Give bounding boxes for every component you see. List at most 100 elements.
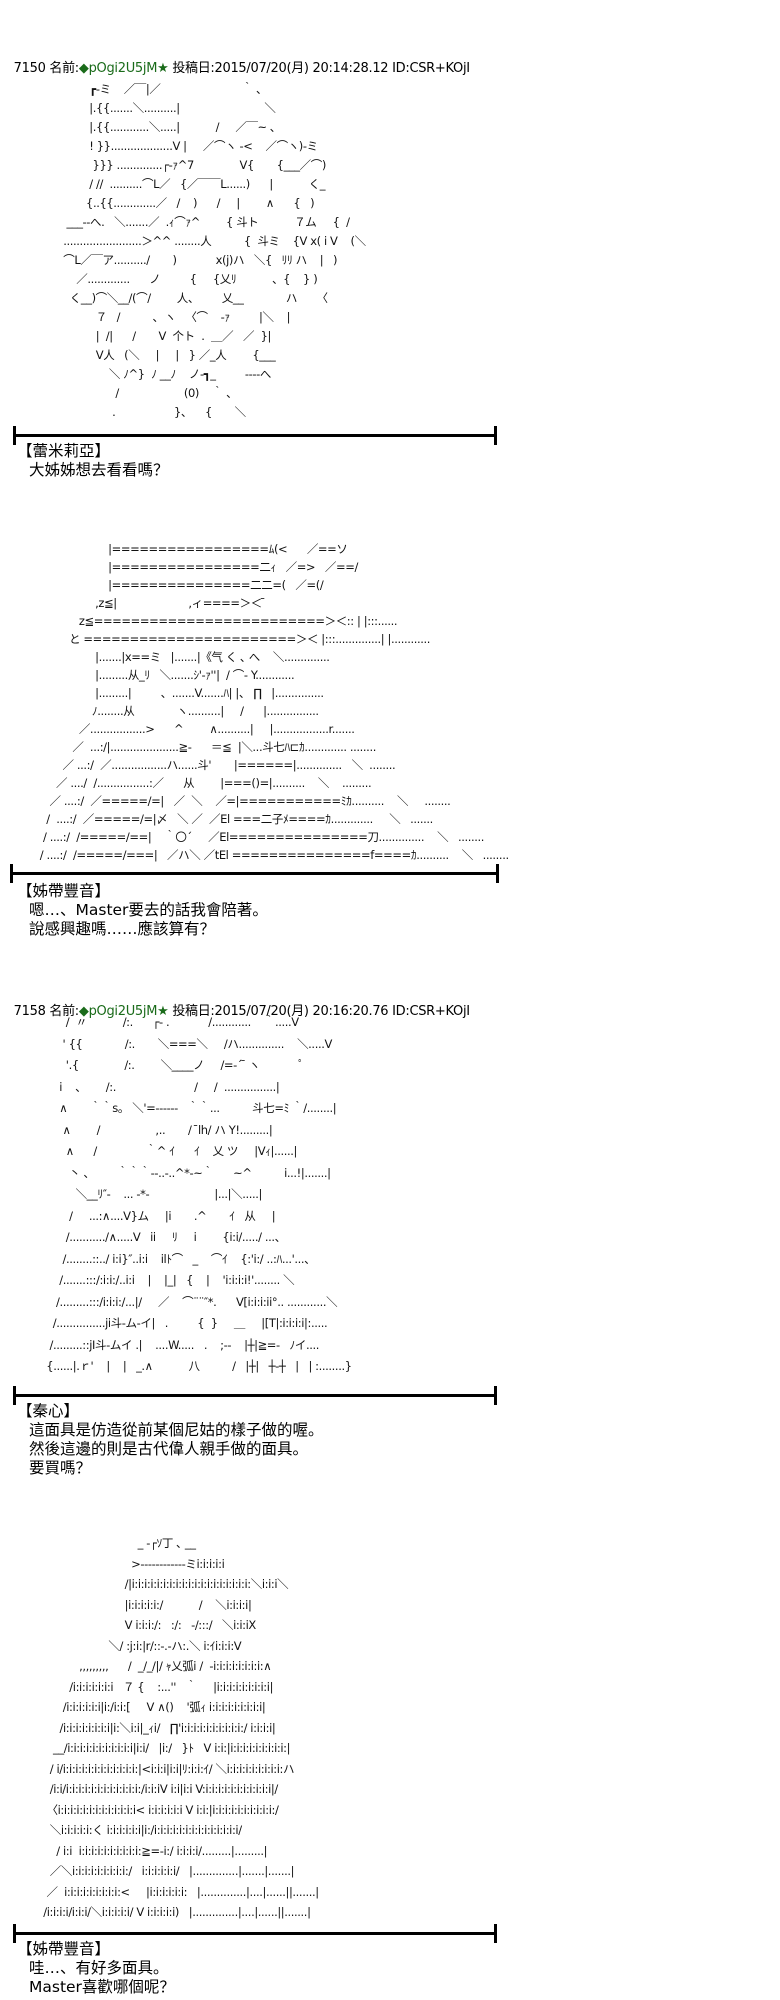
separator-line <box>13 1386 497 1405</box>
ascii-art-line: と =======================＞＜ |:::........… <box>30 632 431 646</box>
ascii-art-line: ７ / ､ ヽ 〈⌒ ‐ｧ |＼ | <box>60 310 291 324</box>
post-id: ID:CSR+KOjI <box>392 1004 470 1019</box>
ascii-art-line: / 〃 /:. ┌‐ . /............ ｀.....V <box>30 1015 299 1029</box>
ascii-art-line: |.........| 、.......V.......ﾊ| |、 ∏ |...… <box>30 686 324 700</box>
dialog-block: 【姊帶豐音】嗯…、Master要去的話我會陪著。說感興趣嗎……應該算有？ <box>17 882 268 939</box>
ascii-art-line: /........::../ i:i}″..i:i ilﾄ⌒ _ ⌒ｲ {:'i… <box>30 1251 316 1266</box>
ascii-art-line: /.........../∧.....V ii ﾘ i {i:i/...../ … <box>30 1230 286 1244</box>
ascii-art-line: |i:i:i:i:i:/ / ＼i:i:i:i| <box>40 1597 252 1612</box>
dialog-block: 【姊帶豐音】哇…、有好多面具。Master喜歡哪個呢？ <box>17 1940 175 1997</box>
ascii-art-line: }}} ..............┌‐ｧ^7 V{ {___／⌒) <box>60 158 327 172</box>
ascii-art-line: 〈i:i:i:i:i:i:i:i:i:i:i:i:i< i:i:i:i:i:i … <box>40 1802 279 1817</box>
ascii-art-line: . }、 { ＼ <box>60 405 246 419</box>
post-number: 7158 <box>13 1004 46 1019</box>
ascii-art-line: __/i:i:i:i:i:i:i:i:i:i:i|i:i/ |i:/ }ﾄ V … <box>40 1741 291 1755</box>
ascii-art-line: ∧ ｀｀s。 ＼'=‐‐‐‐‐‐ ｀｀... 斗七=ﾐ ｀/........| <box>30 1101 337 1115</box>
trip-code: ◆pOgi2U5jM <box>78 61 158 76</box>
star-icon: ★ <box>157 61 169 76</box>
ascii-art-line: ﾉ........从 ヽ..........| / |.............… <box>30 704 319 718</box>
ascii-art-line: /i:i:i:i:i:i:i:i|i:＼i:i|_ｨi/ ∏'i:i:i:i:i… <box>40 1720 276 1735</box>
ascii-art-line: 丶 、 ｀｀｀‐‐..-..^*‐~｀ ~^ i...!|.......| <box>30 1165 331 1180</box>
ascii-art: |=================ﾑ(< ／==ソ |============… <box>30 540 509 864</box>
ascii-art-line: ∧ / ,.. / ̄lh/ ハ Y!.........| <box>30 1122 273 1137</box>
ascii-art-line: |================二ｨ ／=> ／==/ <box>30 560 358 574</box>
ascii-art-line: ／ ..../ /................:／ 从 |===()=|..… <box>30 776 372 790</box>
speaker-name: 【姊帶豐音】 <box>17 882 111 900</box>
dialog-line: 嗯…、Master要去的話我會陪著。 <box>29 901 268 919</box>
ascii-art-line: /i:i:i:i:i:i:i ７ { :...'' ｀ |i:i:i:i:i:i… <box>40 1679 274 1694</box>
ascii-art-line: / (0) ｀ ､ <box>60 386 232 400</box>
ascii-art-line: ／ i:i:i:i:i:i:i:i:i:< |i:i:i:i:i:i: |...… <box>40 1884 320 1899</box>
ascii-art-line: ／ ...:/ ／.................ハ......斗' |===… <box>30 758 396 772</box>
ascii-art-line: V i:i:i:/: :/: -/:::/ ＼i:i:iX <box>40 1618 257 1632</box>
ascii-art-line: >‐‐‐‐‐‐‐‐‐‐‐‐ミi:i:i:i:i <box>40 1556 225 1571</box>
date-label: 投稿日: <box>172 61 215 76</box>
ascii-art-line: |.{{............＼.....| / ／￣~ ､ <box>60 120 276 134</box>
ascii-art-line: ! }}...................V | ／⌒ヽ ‐< ／⌒ヽ)‐ミ <box>60 139 318 153</box>
ascii-art-line: / ...:∧....V}ム |i .^ ｲ 从 | <box>30 1208 276 1223</box>
ascii-art-line: / ....:/ /=====/==| ｀〇´ ／El=============… <box>30 830 485 844</box>
dialog-block: 【秦心】這面具是仿造從前某個尼姑的樣子做的喔。然後這邊的則是古代偉人親手做的面具… <box>17 1402 324 1478</box>
ascii-art-line: ＼/ :j:i:|r/::‐.‐ハ:.＼ i:ｲi:i:i:V <box>40 1638 242 1653</box>
ascii-art-line: ∧ / ｀^ ｲ ｲ 乂 ツ |Vｨ|......| <box>30 1144 298 1158</box>
dialog-line: 這面具是仿造從前某個尼姑的樣子做的喔。 <box>29 1421 324 1439</box>
ascii-art-line: /i:i/i:i:i:i:i:i:i:i:i:i:i:i:/i:i:iV i:i… <box>40 1782 278 1796</box>
ascii-art-line: {..{{.............／ / ) / | ∧ { ) <box>60 196 315 210</box>
ascii-art-line: ⌒L／￣ア........../ ) x(j)ハ ＼{ ﾘﾘ ハ | ) <box>60 253 338 267</box>
post-id: ID:CSR+KOjI <box>392 61 470 76</box>
post-number: 7150 <box>13 61 46 76</box>
dialog-line: 說感興趣嗎……應該算有？ <box>29 920 216 938</box>
ascii-art-line: | /| / V 个ト . ＿／ ／ }| <box>60 329 272 343</box>
ascii-art-line: |.......|x==ミ |.......|《气 く ､ へ ＼.......… <box>30 650 330 664</box>
dialog-block: 【蕾米莉亞】大姊姊想去看看嗎？ <box>17 442 169 480</box>
name-label: 名前: <box>49 1004 79 1019</box>
dialog-line: 然後這邊的則是古代偉人親手做的面具。 <box>29 1440 309 1458</box>
ascii-art-line: |.........从_ﾘ ＼.......ｼ'‐ｧ''| / ⌒‐ Y....… <box>30 668 295 682</box>
ascii-art-line: ........................＞^^ ........人 { … <box>60 234 366 248</box>
post-datetime: 2015/07/20(月) 20:14:28.12 <box>214 61 389 76</box>
separator-line <box>13 426 497 445</box>
ascii-art: ┏-ミ ／￣|／ ｀ ､ |.{{.......＼..........| ＼ |… <box>60 80 366 422</box>
ascii-art-line: ／ ....:/ ／=====/=| ／ ＼ ／=|===========ﾐｶ.… <box>30 794 451 808</box>
ascii-art-line: /.......:::/:i:i:/..i:i | |_| { | 'i:i:i… <box>30 1273 295 1287</box>
ascii-art-line: /|i:i:i:i:i:i:i:i:i:i:i:i:i:i:i:i:i:i:i:… <box>40 1577 289 1591</box>
ascii-art-line: '.{ /:. ＼____ノ /=‐´ ̄ ヽ ﾟ <box>30 1058 304 1072</box>
dialog-line: 哇…、有好多面具。 <box>29 1959 169 1977</box>
ascii-art-line: ＼__ﾘ″‐ ... ‐*‐ |...|＼.....| <box>30 1187 263 1201</box>
dialog-line: 大姊姊想去看看嗎？ <box>29 461 169 479</box>
ascii-art-line: ,,,,,,,,, / _/_/|/ ｬ乂弧i / ‐i:i:i:i:i:i:i… <box>40 1659 272 1673</box>
ascii-art-line: /.........:::/i:i:i:/...|/ ／ ⌒¨¨″*. V[i:… <box>30 1294 338 1309</box>
dialog-line: 要買嗎？ <box>29 1459 92 1477</box>
speaker-name: 【蕾米莉亞】 <box>17 442 111 460</box>
trip-code: ◆pOgi2U5jM <box>78 1004 158 1019</box>
ascii-art-line: {......|.ｒ' | | _.∧ 八 / |┼| ┼‐┼ | | :...… <box>30 1359 352 1373</box>
post-datetime: 2015/07/20(月) 20:16:20.76 <box>214 1004 389 1019</box>
ascii-art-line: z≦=========================＞＜:: | |:::..… <box>30 614 398 628</box>
ascii-art-line: _ ‐┌ｿ丁 ､ __ <box>40 1536 196 1550</box>
ascii-art-line: / ....:/ ／=====/=|〆 ＼ ／ ／El ===二子ﾒ====ｶ.… <box>30 812 433 826</box>
ascii-art-line: |===============二二=( ／=(/ <box>30 578 324 592</box>
ascii-art: _ ‐┌ｿ丁 ､ __ >‐‐‐‐‐‐‐‐‐‐‐‐ミi:i:i:i:i /|i:… <box>40 1533 319 1923</box>
star-icon: ★ <box>157 1004 169 1019</box>
post-header: 7158 名前:◆pOgi2U5jM★ 投稿日:2015/07/20(月) 20… <box>6 985 470 1019</box>
ascii-art-line: ／............. ノ { {乂ﾘ 、{ } ) <box>60 272 318 286</box>
ascii-art-line: ／ ...:/|.....................≧‐ ＝≦ |＼...… <box>30 740 376 754</box>
ascii-art-line: ┏-ミ ／￣|／ ｀ ､ <box>60 82 262 96</box>
ascii-art: / 〃 /:. ┌‐ . /............ ｀.....V ' {{ … <box>30 1012 352 1378</box>
separator-line <box>13 1924 497 1943</box>
ascii-art-line: |.{{.......＼..........| ＼ <box>60 101 276 115</box>
speaker-name: 【姊帶豐音】 <box>17 1940 111 1958</box>
name-label: 名前: <box>49 61 79 76</box>
ascii-art-line: /...............ji斗‐ム‐イ| . { } ＿ |[T|:i:… <box>30 1316 328 1330</box>
ascii-art-line: |=================ﾑ(< ／==ソ <box>30 542 348 556</box>
ascii-art-line: / i/i:i:i:i:i:i:i:i:i:i:i:i:|<i:i:i|i:i|… <box>40 1761 295 1776</box>
ascii-art-line: ___‐-へ. ＼.......／ .ｨ⌒ｧ^ { 斗ト ７ム { / <box>60 215 350 229</box>
ascii-art-line: ＼ ﾉ^} ﾉ __ﾉ ノ‐┓_ ‐‐‐‐へ <box>60 367 272 381</box>
ascii-art-line: ＼i:i:i:i:i:く i:i:i:i:i:i|i:/i:i:i:i:i:i:… <box>40 1823 242 1837</box>
ascii-art-line: ' {{ /:. ＼===＼ /ハ.............. ＼.....V <box>30 1036 333 1051</box>
ascii-art-line: V人 (＼ | | } ／_人 {___ <box>60 348 276 362</box>
ascii-art-line: /.........::jI斗‐ムイ .| ....W..... . ;‐‐ |… <box>30 1337 320 1352</box>
ascii-art-line: ,z≦| ,ィ====＞＜ ̄ <box>30 596 266 610</box>
speaker-name: 【秦心】 <box>17 1402 80 1420</box>
ascii-art-line: /i:i:i:i/i:i:i/＼i:i:i:i:i/ V i:i:i:i:i) … <box>40 1905 311 1919</box>
